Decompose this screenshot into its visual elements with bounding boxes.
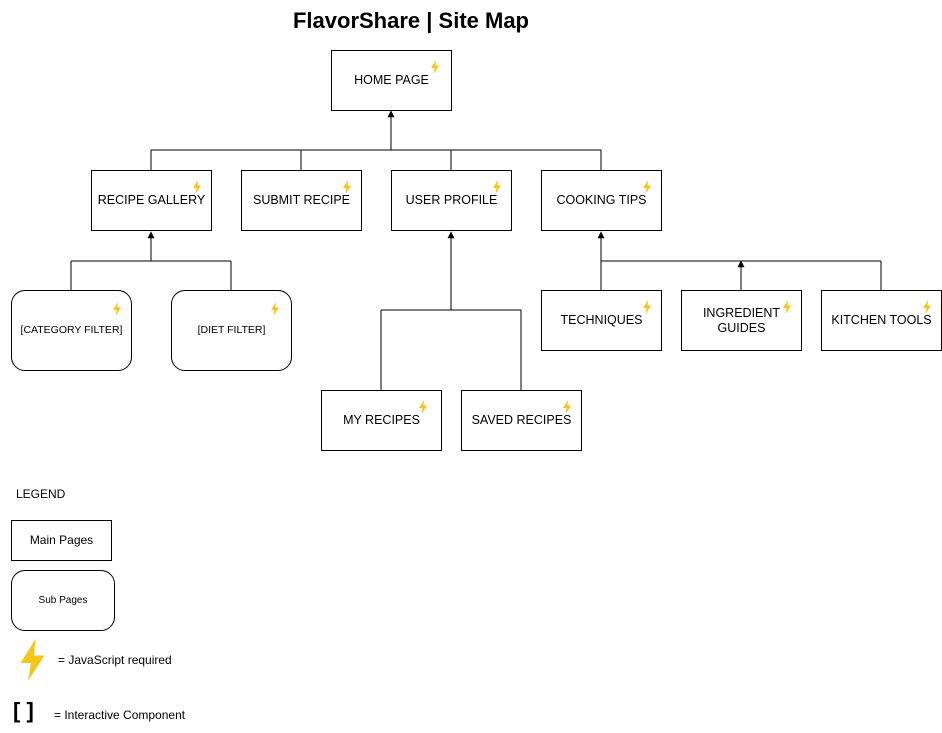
node-diet-filter: [DIET FILTER] bbox=[171, 290, 292, 371]
legend-sub-pages-label: Sub Pages bbox=[38, 595, 88, 606]
lightning-icon bbox=[193, 180, 201, 194]
legend-main-pages: Main Pages bbox=[11, 520, 112, 561]
node-label: USER PROFILE bbox=[405, 193, 498, 207]
node-label: SAVED RECIPES bbox=[471, 413, 572, 427]
node-my-recipes: MY RECIPES bbox=[321, 390, 442, 451]
node-label: MY RECIPES bbox=[343, 413, 420, 427]
node-cooking-tips: COOKING TIPS bbox=[541, 170, 662, 231]
node-label: RECIPE GALLERY bbox=[97, 193, 206, 207]
connector-main-drops bbox=[150, 150, 602, 170]
lightning-icon bbox=[271, 302, 279, 316]
legend-main-pages-label: Main Pages bbox=[29, 533, 94, 547]
node-category-filter: [CATEGORY FILTER] bbox=[11, 290, 132, 371]
lightning-icon bbox=[643, 180, 651, 194]
node-label: KITCHEN TOOLS bbox=[831, 313, 932, 327]
node-home-page: HOME PAGE bbox=[331, 50, 452, 111]
node-techniques: TECHNIQUES bbox=[541, 290, 662, 351]
page-title: FlavorShare | Site Map bbox=[292, 8, 529, 33]
node-user-profile: USER PROFILE bbox=[391, 170, 512, 231]
legend-js-label: = JavaScript required bbox=[58, 653, 172, 667]
lightning-icon bbox=[343, 180, 351, 194]
connector-gallery-bus bbox=[70, 260, 232, 290]
node-submit-recipe: SUBMIT RECIPE bbox=[241, 170, 362, 231]
node-label: COOKING TIPS bbox=[556, 193, 647, 207]
lightning-icon bbox=[783, 300, 791, 314]
connector-profile-bus bbox=[380, 309, 522, 390]
node-label: TECHNIQUES bbox=[560, 313, 643, 327]
lightning-icon bbox=[113, 302, 121, 316]
node-label: INGREDIENT GUIDES bbox=[702, 305, 781, 335]
node-label: HOME PAGE bbox=[354, 73, 429, 87]
node-recipe-gallery: RECIPE GALLERY bbox=[91, 170, 212, 231]
node-saved-recipes: SAVED RECIPES bbox=[461, 390, 582, 451]
lightning-icon bbox=[563, 400, 571, 414]
legend-lightning-icon bbox=[20, 639, 45, 681]
lightning-icon bbox=[643, 300, 651, 314]
node-label: [CATEGORY FILTER] bbox=[20, 324, 123, 336]
node-kitchen-tools: KITCHEN TOOLS bbox=[821, 290, 942, 351]
node-ingredient-guides: INGREDIENT GUIDES bbox=[681, 290, 802, 351]
lightning-icon bbox=[431, 60, 439, 74]
node-label: SUBMIT RECIPE bbox=[252, 193, 350, 207]
legend-sub-pages: Sub Pages bbox=[11, 570, 115, 631]
legend-interactive-label: = Interactive Component bbox=[54, 708, 186, 722]
lightning-icon bbox=[493, 180, 501, 194]
legend-title: LEGEND bbox=[16, 487, 66, 501]
legend-bracket-icon: [ ] bbox=[13, 698, 34, 723]
node-label: [DIET FILTER] bbox=[197, 324, 266, 336]
lightning-icon bbox=[923, 300, 931, 314]
lightning-icon bbox=[419, 400, 427, 414]
